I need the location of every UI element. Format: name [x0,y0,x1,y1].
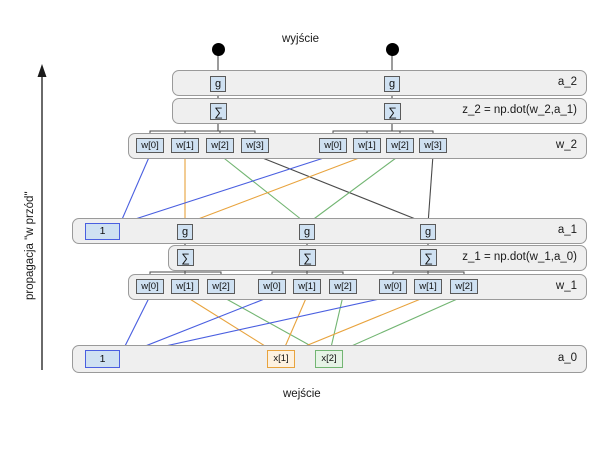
weight-node-w1-3-2[interactable]: w[2] [450,279,478,294]
layer-band-w2 [128,133,587,159]
layer-label-a0: a_0 [557,352,577,364]
weight-node-w1-2-1[interactable]: w[1] [293,279,321,294]
activation-node-a1-2[interactable]: g [299,224,315,240]
sum-node-z1-3[interactable]: ∑ [420,249,437,266]
weight-node-w2-1-0[interactable]: w[0] [136,138,164,153]
sum-node-z1-2[interactable]: ∑ [299,249,316,266]
weight-node-w1-1-2[interactable]: w[2] [207,279,235,294]
layer-label-z1: z_1 = np.dot(w_1,a_0) [462,251,577,263]
layer-band-w1 [128,274,587,300]
weight-node-w2-1-2[interactable]: w[2] [206,138,234,153]
weight-node-w1-2-2[interactable]: w[2] [329,279,357,294]
layer-band-a0 [72,345,587,373]
weight-node-w2-1-3[interactable]: w[3] [241,138,269,153]
output-dot-2 [385,43,399,56]
bias-node-a1[interactable]: 1 [85,223,120,240]
activation-node-a2-2[interactable]: g [384,76,400,92]
propagation-arrow [37,64,47,370]
layer-label-w2: w_2 [555,139,577,151]
layer-label-a1: a_1 [557,224,577,236]
bias-node-a0[interactable]: 1 [85,350,120,368]
input-caption: wejście [283,388,321,400]
weight-node-w1-3-1[interactable]: w[1] [414,279,442,294]
weight-node-w2-2-0[interactable]: w[0] [319,138,347,153]
weight-node-w1-3-0[interactable]: w[0] [379,279,407,294]
propagation-label: propagacja "w przód" [24,191,36,300]
layer-band-a1 [72,218,587,244]
weight-node-w2-2-2[interactable]: w[2] [386,138,414,153]
weight-node-w2-1-1[interactable]: w[1] [171,138,199,153]
output-dot-1 [211,43,225,56]
activation-node-a1-1[interactable]: g [177,224,193,240]
activation-node-a2-1[interactable]: g [210,76,226,92]
sum-node-z2-1[interactable]: ∑ [210,103,227,120]
layer-band-z1 [168,245,587,271]
layer-label-z2: z_2 = np.dot(w_2,a_1) [462,104,577,116]
weight-node-w1-2-0[interactable]: w[0] [258,279,286,294]
weight-node-w1-1-0[interactable]: w[0] [136,279,164,294]
activation-node-a1-3[interactable]: g [420,224,436,240]
layer-label-a2: a_2 [557,76,577,88]
weight-node-w1-1-1[interactable]: w[1] [171,279,199,294]
input-node-x1[interactable]: x[1] [267,350,295,368]
sum-node-z1-1[interactable]: ∑ [177,249,194,266]
layer-band-z2 [172,98,587,124]
layer-label-w1: w_1 [555,280,577,292]
weight-node-w2-2-3[interactable]: w[3] [419,138,447,153]
sum-node-z2-2[interactable]: ∑ [384,103,401,120]
output-caption: wyjście [282,33,320,45]
layer-band-a2 [172,70,587,96]
input-node-x2[interactable]: x[2] [315,350,343,368]
weight-node-w2-2-1[interactable]: w[1] [353,138,381,153]
